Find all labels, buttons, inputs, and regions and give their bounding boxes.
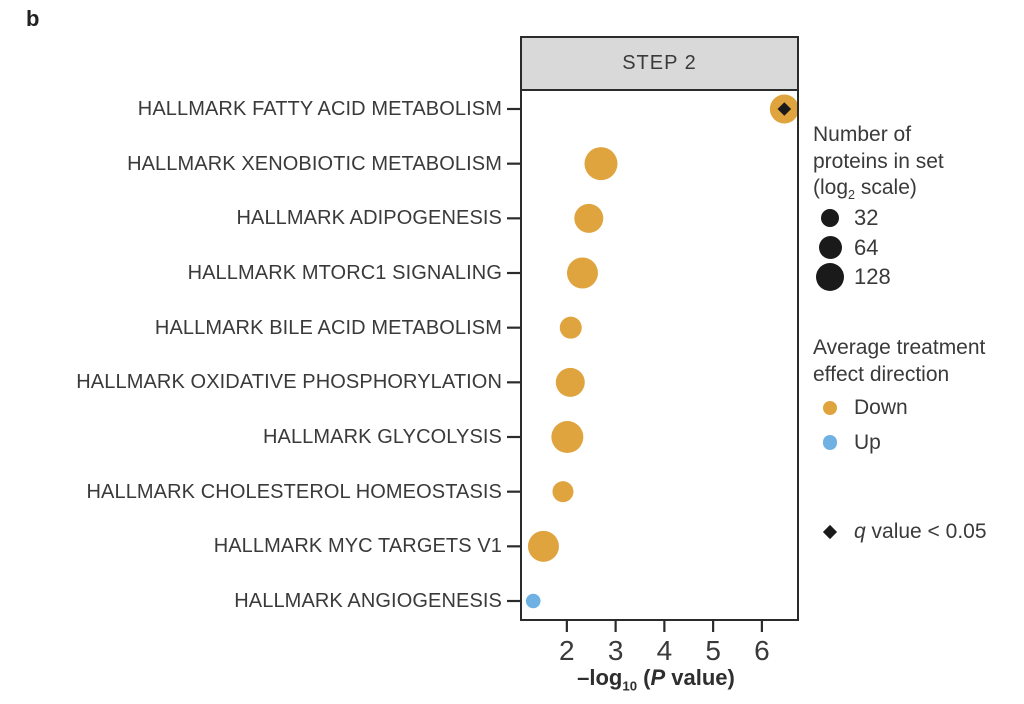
data-point-dot (525, 593, 541, 609)
size-legend-title-line2: proteins in set (813, 149, 944, 173)
y-axis-label: HALLMARK GLYCOLYSIS (262, 426, 502, 448)
data-point-dot (527, 530, 559, 562)
direction-legend-label: Up (854, 430, 881, 454)
panel-label: b (26, 6, 40, 31)
plot-border (520, 89, 799, 621)
data-point-dot (584, 147, 618, 181)
scale-line-pre: (log (813, 176, 849, 199)
q-value-note: q value < 0.05 (816, 516, 987, 548)
y-axis-label: HALLMARK BILE ACID METABOLISM (154, 316, 502, 339)
x-axis-tick-label: 2 (559, 635, 575, 666)
size-legend-dot (818, 236, 842, 259)
y-axis-label: HALLMARK XENOBIOTIC METABOLISM (127, 152, 502, 175)
q-note-rest: value < 0.05 (865, 520, 987, 543)
scale-line-sub: 2 (848, 188, 856, 203)
y-axis-label: HALLMARK MTORC1 SIGNALING (187, 262, 502, 284)
direction-legend-title: Average treatment effect direction (813, 335, 985, 388)
q-significance-diamond (777, 102, 792, 116)
size-legend-value: 32 (853, 205, 879, 230)
size-legend-value: 128 (854, 264, 891, 289)
direction-legend-entry-down: Down (816, 392, 908, 424)
data-point-dot (559, 316, 582, 339)
up-direction-dot (822, 435, 838, 450)
x-axis-title-post: value) (665, 665, 735, 690)
direction-legend-entry-up: Up (816, 427, 881, 459)
y-axis-label: HALLMARK CHOLESTEROL HOMEOSTASIS (86, 480, 502, 503)
size-legend-entry: 64 (816, 232, 878, 264)
y-axis-label: HALLMARK ANGIOGENESIS (234, 590, 502, 612)
x-axis-tick-label: 3 (607, 635, 624, 666)
step-header-box (520, 36, 799, 91)
x-axis-title: –log10 (P value) (520, 665, 792, 693)
q-note-label: q value < 0.05 (854, 520, 987, 544)
y-axis-label: HALLMARK OXIDATIVE PHOSPHORYLATION (76, 371, 502, 394)
y-axis-label: HALLMARK FATTY ACID METABOLISM (137, 98, 502, 120)
data-point-dot (551, 421, 584, 454)
scale-line-post: scale) (855, 176, 917, 199)
x-axis-title-sub: 10 (622, 678, 638, 694)
x-axis-tick-label: 5 (705, 635, 721, 666)
size-legend-entry: 32 (816, 202, 878, 234)
size-legend-dot (820, 208, 840, 228)
size-legend-value: 64 (854, 234, 879, 260)
q-note-italic-q: q (854, 520, 866, 543)
size-legend-dot (816, 263, 844, 291)
x-axis-tick-label: 4 (656, 635, 673, 666)
data-point-dot (552, 481, 574, 503)
q-diamond-icon (822, 524, 838, 540)
direction-legend-title-line1: Average treatment (813, 336, 986, 359)
step-header-label: STEP 2 (622, 52, 697, 74)
x-axis-title-pre: –log (577, 665, 623, 690)
x-axis-tick-label: 6 (754, 635, 770, 666)
y-axis-label: HALLMARK MYC TARGETS V1 (213, 535, 502, 558)
direction-legend-label: Down (854, 396, 908, 419)
y-axis-label: HALLMARK ADIPOGENESIS (236, 207, 502, 230)
data-point-dot (555, 367, 585, 397)
size-legend-entry: 128 (816, 261, 891, 293)
down-direction-dot (822, 400, 838, 416)
data-point-dot (566, 257, 598, 289)
plot-background (521, 90, 798, 620)
x-axis-title-mid: ( (637, 665, 651, 690)
data-point-dot (574, 203, 604, 233)
size-legend-title-line3: (log2 scale) (813, 175, 944, 209)
direction-legend-title-line2: effect direction (813, 362, 950, 386)
x-axis-title-italic-p: P (650, 665, 666, 690)
size-legend-title-line1: Number of (813, 123, 912, 146)
